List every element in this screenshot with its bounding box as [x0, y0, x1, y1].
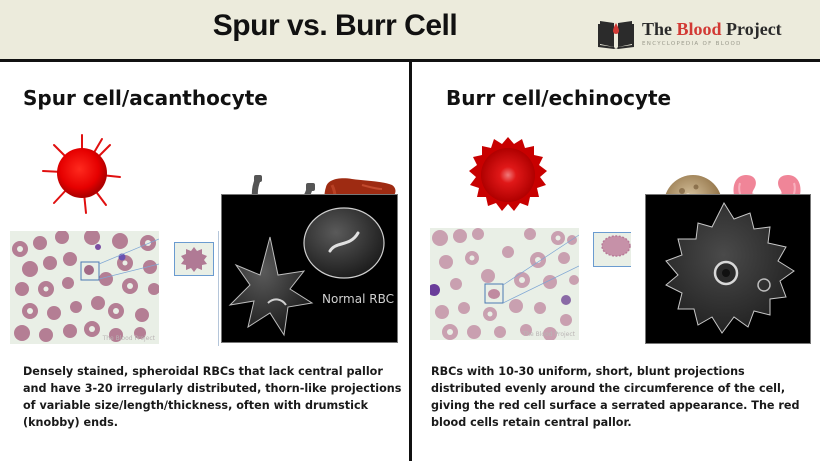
burr-cell-panel: Burr cell/echinocyte [412, 65, 820, 461]
acanthocyte-vs-normal-rbc-render [228, 207, 385, 337]
smear-watermark: The Blood Project [522, 331, 575, 338]
spur-cell-title: Spur cell/acanthocyte [23, 86, 268, 110]
spur-cell-sem-image: Normal RBC [221, 194, 398, 343]
page-title: Spur vs. Burr Cell [212, 9, 458, 42]
crenated-cell-closeup [601, 235, 631, 257]
burr-cell-sem-image [645, 194, 811, 344]
burr-cell-zoom-inset [593, 232, 631, 267]
image-separator [218, 231, 219, 346]
normal-rbc-caption: Normal RBC [322, 292, 394, 306]
spur-cell-zoom-inset [174, 242, 214, 276]
open-book-blood-drop-icon [598, 19, 634, 49]
serrated-red-cell-icon [469, 137, 547, 211]
blood-project-logo[interactable]: The Blood Project ENCYCLOPEDIA OF BLOOD [598, 16, 782, 50]
panel-divider [409, 62, 412, 461]
blood-smear-cells [430, 228, 579, 340]
burr-cell-title: Burr cell/echinocyte [446, 86, 672, 110]
header-banner: Spur vs. Burr Cell The Blood Project ENC… [0, 0, 820, 62]
logo-name: The Blood Project [642, 18, 782, 39]
burr-cell-description: RBCs with 10-30 uniform, short, blunt pr… [431, 365, 800, 429]
spiked-red-cell-icon [42, 134, 121, 214]
spur-cell-blood-smear-image: The Blood Project [10, 231, 159, 344]
smear-watermark: The Blood Project [102, 335, 155, 342]
burr-cell-blood-smear-image: The Blood Project [430, 228, 579, 340]
spur-cell-panel: Spur cell/acanthocyte [0, 65, 409, 461]
echinocyte-render [665, 201, 795, 334]
blood-smear-cells [12, 231, 159, 342]
logo-subtitle: ENCYCLOPEDIA OF BLOOD [642, 40, 742, 47]
spiculated-cell-closeup [181, 247, 207, 272]
spur-cell-description: Densely stained, spheroidal RBCs that la… [23, 365, 402, 429]
